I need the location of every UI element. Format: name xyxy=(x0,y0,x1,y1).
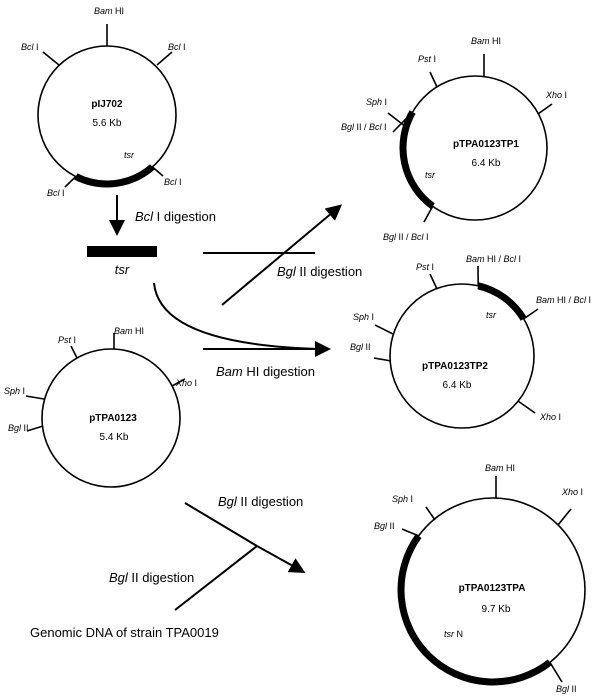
line-bglii-plasmid xyxy=(184,502,258,547)
site-label-bcli: Bcl I xyxy=(164,177,182,187)
site-label-bamhi-bcli: Bam HI / Bcl I xyxy=(466,254,521,264)
site-label-bglii: Bgl II xyxy=(556,684,577,694)
fragment-curve-lower xyxy=(153,282,323,350)
tsr-gene-label: tsr xyxy=(124,150,135,160)
site-tick-bglii xyxy=(549,661,563,683)
site-label-bcli: Bcl I xyxy=(168,42,186,52)
site-label-bglii: Bgl II xyxy=(350,342,371,352)
site-tick-bcli-ll xyxy=(64,175,77,188)
plasmid-size: 6.4 Kb xyxy=(472,158,501,169)
plasmid-ptpa0123: Pst I Bam HI Xho I Sph I Bgl II pTPA0123… xyxy=(4,326,197,488)
plasmid-size: 9.7 Kb xyxy=(482,604,511,615)
site-tick-sphi xyxy=(25,395,45,400)
site-label-xhoi: Xho I xyxy=(539,412,561,422)
step-label-bglii-digestion: Bgl II digestion xyxy=(109,570,194,585)
plasmid-circle xyxy=(41,348,181,488)
step-label-bamhi-digestion: Bam HI digestion xyxy=(216,364,315,379)
site-tick-psti xyxy=(429,71,438,88)
site-tick-bglii-bcli xyxy=(423,205,434,223)
plasmid-name: pTPA0123TPA xyxy=(459,583,526,594)
plasmid-circle xyxy=(389,283,535,429)
site-tick-bcli-ur xyxy=(156,51,173,66)
plasmid-ptpa0123tp2: Pst I Bam HI / Bcl I Bam HI / Bcl I Sph … xyxy=(350,254,591,429)
arrow-bglii-digestion-upper xyxy=(221,204,343,306)
site-label-bamhi-bcli: Bam HI / Bcl I xyxy=(536,295,591,305)
site-tick-bamhi-bcli xyxy=(523,308,539,320)
site-tick-bglii xyxy=(401,528,419,537)
site-tick-sphi xyxy=(425,506,436,521)
step-label-bglii-digestion: Bgl II digestion xyxy=(277,264,362,279)
plasmid-size: 5.6 Kb xyxy=(93,118,122,129)
genomic-dna-label: Genomic DNA of strain TPA0019 xyxy=(30,625,219,640)
tsr-gene-arc xyxy=(477,282,527,321)
site-label-bcli: Bcl I xyxy=(47,188,65,198)
site-label-bamhi: Bam HI xyxy=(471,36,501,46)
tsr-gene-arc xyxy=(74,164,155,188)
site-label-xhoi: Xho I xyxy=(561,487,583,497)
site-tick-bglii xyxy=(26,425,44,432)
site-tick-bglii xyxy=(373,357,392,362)
site-label-sphi: Sph I xyxy=(366,97,387,107)
plasmid-name: pTPA0123TP1 xyxy=(453,139,519,150)
site-label-psti: Pst I xyxy=(416,262,434,272)
plasmid-size: 6.4 Kb xyxy=(443,380,472,391)
site-label-sphi: Sph I xyxy=(392,494,413,504)
plasmid-name: pIJ702 xyxy=(91,99,123,110)
site-label-psti: Pst I xyxy=(58,335,76,345)
site-tick-bglii-bcli xyxy=(392,111,414,133)
tsr-gene-arc xyxy=(397,533,553,686)
plasmid-ptpa0123tpa: Bam HI Sph I Xho I Bgl II Bgl II pTPA012… xyxy=(374,463,586,694)
site-label-bcli: Bcl I xyxy=(21,42,39,52)
line-bglii-genomic xyxy=(174,545,258,611)
step-label-bcli-digestion: Bcl I digestion xyxy=(135,209,216,224)
site-label-bglii: Bgl II xyxy=(8,423,29,433)
arrow-bglii-digestion-lower xyxy=(256,545,306,573)
tsr-gene-label: tsr xyxy=(425,170,436,180)
tsr-fragment-label: tsr xyxy=(115,262,130,277)
tsr-gene-arc xyxy=(399,110,435,210)
site-label-bamhi: Bam HI xyxy=(94,6,124,16)
site-label-sphi: Sph I xyxy=(4,386,25,396)
site-label-bglii-bcli: Bgl II / Bcl I xyxy=(383,232,429,242)
site-label-bglii: Bgl II xyxy=(374,521,395,531)
plasmid-pij702: Bam HI Bcl I Bcl I Bcl I Bcl I pIJ702 5.… xyxy=(21,6,186,198)
site-label-psti: Pst I xyxy=(418,54,436,64)
tsr-n-gene-label: tsr N xyxy=(444,629,463,639)
plasmid-circle xyxy=(37,45,177,185)
tsr-gene-label: tsr xyxy=(486,310,497,320)
plasmid-size: 5.4 Kb xyxy=(100,432,129,443)
site-label-bamhi: Bam HI xyxy=(114,326,144,336)
site-tick-psti xyxy=(429,273,438,290)
site-tick-xhoi xyxy=(171,378,186,387)
tsr-fragment xyxy=(87,246,157,257)
site-tick-bcli-lr xyxy=(151,166,164,177)
site-label-bamhi: Bam HI xyxy=(485,463,515,473)
site-label-xhoi: Xho I xyxy=(175,378,197,388)
step-label-bglii-digestion: Bgl II digestion xyxy=(218,494,303,509)
site-tick-xhoi xyxy=(517,400,536,414)
site-tick-psti xyxy=(70,345,78,359)
site-label-xhoi: Xho I xyxy=(545,90,567,100)
site-label-sphi: Sph I xyxy=(353,312,374,322)
site-tick-sphi xyxy=(387,112,407,128)
site-tick-bcli-ul xyxy=(42,51,60,66)
plasmid-name: pTPA0123TP2 xyxy=(422,361,488,372)
plasmid-name: pTPA0123 xyxy=(89,413,137,424)
site-tick-xhoi xyxy=(537,103,553,115)
site-tick-xhoi xyxy=(557,508,572,526)
plasmid-ptpa0123tp1: Pst I Bam HI Xho I Sph I Bgl II / Bcl I … xyxy=(341,36,567,242)
site-tick-sphi xyxy=(374,324,394,335)
site-label-bglii-bcli: Bgl II / Bcl I xyxy=(341,122,387,132)
